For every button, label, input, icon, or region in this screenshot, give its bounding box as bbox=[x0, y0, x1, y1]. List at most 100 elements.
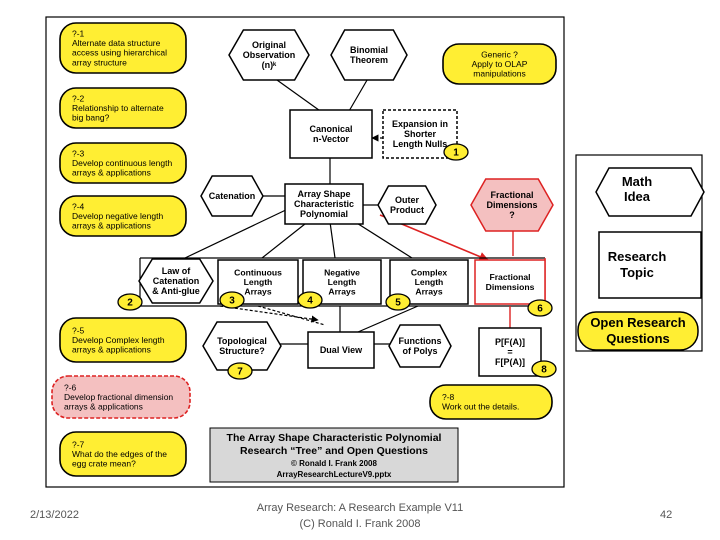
hex-law-text-line1: Law of bbox=[162, 266, 192, 276]
question-q4-text-line2: Develop negative length bbox=[72, 211, 163, 221]
footer-title: Array Research: A Research Example V11 bbox=[256, 502, 464, 514]
marker-4: 4 bbox=[297, 291, 323, 309]
edge-law-dualview bbox=[219, 305, 319, 323]
question-q4-text-line3: arrays & applications bbox=[72, 220, 151, 230]
question-q1-text-line1: ?-1 bbox=[72, 29, 85, 39]
edge-complex-dualview bbox=[357, 305, 419, 333]
question-q8-text-line1: ?-8 bbox=[442, 392, 455, 402]
hex-outer_product-text-line2: Product bbox=[390, 205, 424, 215]
hex-fractional_q-text-line3: ? bbox=[509, 210, 515, 220]
hex-binomial-text-line1: Binomial bbox=[350, 45, 388, 55]
legend-open-questions-line1: Open Research bbox=[590, 315, 685, 330]
marker-6-label: 6 bbox=[537, 304, 543, 315]
legend-research-topic-box bbox=[598, 231, 702, 299]
question-generic-text-line2: Apply to OLAP bbox=[472, 59, 528, 69]
edge-arrayshape-negative bbox=[329, 221, 336, 259]
legend-open-questions-line2: Questions bbox=[606, 331, 670, 346]
question-q5-text-line3: arrays & applications bbox=[72, 344, 151, 354]
caption-copyright: © Ronald I. Frank 2008 bbox=[291, 459, 377, 468]
hex-catenation-text-line1: Catenation bbox=[209, 191, 256, 201]
marker-7: 7 bbox=[227, 362, 253, 380]
hex-catenation: Catenation bbox=[200, 175, 264, 217]
question-q3-text-line2: Develop continuous length bbox=[72, 158, 172, 168]
box-fractional-text-line2: Dimensions bbox=[486, 282, 535, 292]
edge-continuous-dualview bbox=[257, 305, 326, 326]
edge-arrayshape-complex bbox=[351, 219, 413, 259]
question-q1-text-line3: access using hierarchical bbox=[72, 48, 167, 58]
caption-title: The Array Shape Characteristic Polynomia… bbox=[227, 432, 442, 444]
question-q2-text-line2: Relationship to alternate bbox=[72, 103, 164, 113]
hex-fractional_q-text-line2: Dimensions bbox=[486, 200, 537, 210]
edge-arrayshape-law bbox=[184, 207, 291, 259]
box-negative-text-line1: Negative bbox=[324, 267, 360, 277]
hex-original-text-line2: Observation bbox=[243, 50, 296, 60]
question-q7-text-line2: What do the edges of the bbox=[72, 449, 167, 459]
hex-functions-text-line2: of Polys bbox=[402, 346, 437, 356]
marker-7-label: 7 bbox=[237, 367, 243, 378]
marker-1-label: 1 bbox=[453, 148, 459, 159]
question-q3-text-line3: arrays & applications bbox=[72, 167, 151, 177]
box-pfa-text-line3: F[P(A)] bbox=[495, 357, 525, 367]
box-canonical-text-line2: n-Vector bbox=[313, 134, 350, 144]
box-pfa-text-line2: = bbox=[507, 347, 512, 357]
caption-box: The Array Shape Characteristic Polynomia… bbox=[209, 427, 459, 483]
legend-research-topic-line1: Research bbox=[608, 249, 667, 264]
marker-2: 2 bbox=[117, 293, 143, 311]
box-negative-text-line3: Arrays bbox=[328, 287, 355, 297]
hex-functions-text-line1: Functions bbox=[399, 336, 442, 346]
marker-5-label: 5 bbox=[395, 298, 401, 309]
box-dual_view-text-line1: Dual View bbox=[320, 345, 363, 355]
box-array_shape-text-line2: Characteristic bbox=[294, 199, 354, 209]
question-generic-text-line1: Generic ? bbox=[481, 49, 518, 59]
hex-binomial-text-line2: Theorem bbox=[350, 55, 388, 65]
question-q1-text-line2: Alternate data structure bbox=[72, 38, 161, 48]
question-q4-text-line1: ?-4 bbox=[72, 201, 85, 211]
legend-research-topic-line2: Topic bbox=[620, 265, 654, 280]
box-pfa: P[F(A)]=F[P(A)] bbox=[478, 327, 542, 377]
box-canonical-text-line1: Canonical bbox=[309, 124, 352, 134]
hex-law-text-line2: Catenation bbox=[153, 276, 200, 286]
edge-arrayshape-continuous bbox=[261, 219, 311, 259]
hex-original-text-line3: (n)ᵏ bbox=[262, 60, 277, 70]
question-q5-text-line1: ?-5 bbox=[72, 325, 85, 335]
footer-date: 2/13/2022 bbox=[30, 509, 79, 521]
marker-8: 8 bbox=[531, 360, 557, 378]
question-q2-text-line1: ?-2 bbox=[72, 93, 85, 103]
box-negative-text-line2: Length bbox=[328, 277, 357, 287]
legend-math-idea-line2: Idea bbox=[624, 189, 651, 204]
marker-5: 5 bbox=[385, 293, 411, 311]
hex-topological-text-line2: Structure? bbox=[219, 346, 265, 356]
question-q5-text-line2: Develop Complex length bbox=[72, 335, 165, 345]
legend-open-questions-pill bbox=[577, 311, 699, 351]
box-pfa-text-line1: P[F(A)] bbox=[495, 337, 525, 347]
footer-center: Array Research: A Research Example V11 (… bbox=[240, 500, 480, 532]
box-complex-text-line1: Complex bbox=[411, 267, 448, 277]
footer-page-number: 42 bbox=[660, 509, 673, 521]
question-generic-text-line3: manipulations bbox=[473, 68, 525, 78]
question-q3-text-line1: ?-3 bbox=[72, 148, 85, 158]
legend-math-idea-line1: Math bbox=[622, 174, 652, 189]
box-dual_view: Dual View bbox=[307, 331, 375, 369]
question-q6-text-line1: ?-6 bbox=[64, 382, 77, 392]
box-complex-text-line3: Arrays bbox=[415, 287, 442, 297]
question-q6-text-line3: arrays & applications bbox=[64, 401, 143, 411]
box-complex-text-line2: Length bbox=[415, 277, 444, 287]
box-array_shape-text-line1: Array Shape bbox=[297, 189, 350, 199]
